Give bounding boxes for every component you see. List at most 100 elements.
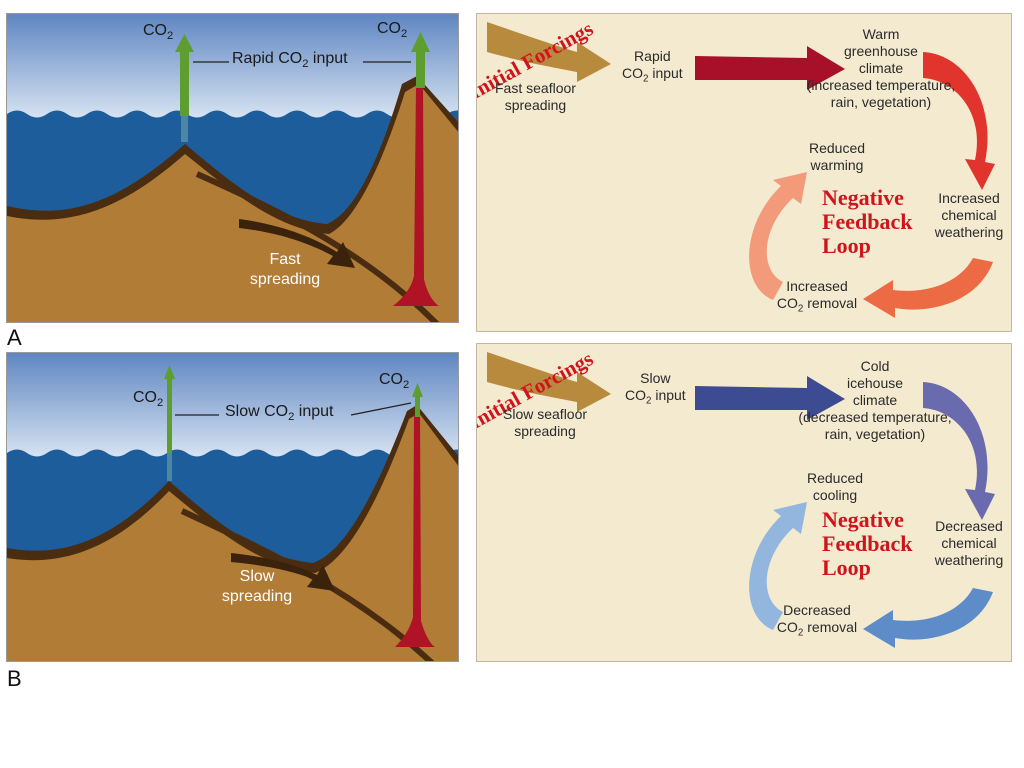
loop-label-line1: Negative: [822, 185, 904, 210]
climate-label-line4: (decreased temperature,: [798, 409, 952, 425]
co2-input-label: Slow CO2 input: [225, 403, 334, 423]
result-label-line1: Reduced: [806, 470, 864, 486]
co2-label-right-sub: 2: [403, 378, 410, 391]
spreading-arrow: [239, 219, 355, 268]
climate-to-weathering-arrow: [923, 382, 995, 520]
sky: [7, 14, 458, 124]
loop-label-line3: Loop: [822, 233, 871, 258]
input-label-line2: CO2 input: [622, 65, 683, 87]
magma-conduit: [395, 415, 435, 647]
weathering-label: Decreased chemical weathering: [929, 518, 1009, 569]
spreading-label-line1: Slow: [239, 568, 275, 585]
scene-b-artwork: [7, 353, 458, 661]
removal-label-line1: Increased: [786, 278, 848, 294]
removal-to-result-arrow: [749, 502, 807, 630]
input-label-line1: Slow: [640, 370, 671, 386]
loop-label-line1: Negative: [822, 507, 904, 532]
loop-label-line2: Feedback: [822, 209, 913, 234]
input-label-line1: Rapid: [634, 48, 671, 64]
co2-label-left-main: CO: [143, 22, 167, 39]
weathering-label-line1: Decreased: [935, 518, 1003, 534]
co2-arrow-right-shaft: [415, 395, 420, 417]
removal-label-line2-sub: 2: [797, 303, 804, 315]
input-label-line2-main: CO: [622, 65, 643, 81]
weathering-label-line2: chemical: [941, 207, 997, 223]
weathering-label-line3: weathering: [934, 224, 1004, 240]
co2-input-label-tail: input: [308, 50, 348, 67]
panel-letter-a: A: [7, 325, 22, 350]
source-label: Slow seafloor spreading: [503, 406, 587, 440]
result-label: Reduced warming: [797, 140, 877, 174]
co2-label-right: CO2: [377, 20, 407, 40]
source-label-line1: Fast seafloor: [495, 80, 576, 96]
spreading-label-line2: spreading: [221, 588, 293, 605]
weathering-label-line1: Increased: [938, 190, 1000, 206]
loop-label-line2: Feedback: [822, 531, 913, 556]
climate-label-line2: greenhouse: [844, 43, 918, 59]
climate-label-line3: climate: [852, 392, 898, 408]
co2-arrow-left-stem: [181, 114, 188, 142]
input-label: Slow CO2 input: [625, 370, 686, 409]
forcing-arrow: [487, 352, 611, 412]
removal-label: Increased CO2 removal: [767, 278, 867, 317]
panel-letter-b: B: [7, 666, 22, 691]
input-label-line2-tail: input: [651, 387, 686, 403]
input-leader-right: [350, 402, 412, 416]
co2-label-right: CO2: [379, 371, 409, 391]
input-label-line2: CO2 input: [625, 387, 686, 409]
result-label-line2: warming: [810, 157, 864, 173]
weathering-label: Increased chemical weathering: [929, 190, 1009, 241]
climate-label-line5: rain, vegetation): [830, 94, 932, 110]
co2-arrow-right-shaft: [416, 50, 425, 88]
flowchart-a: Initial Forcings Fast seafloor spreading…: [476, 13, 1012, 332]
climate-label-line5: rain, vegetation): [824, 426, 926, 442]
co2-input-label-main: Rapid CO: [232, 50, 303, 67]
co2-label-left: CO2: [133, 389, 163, 409]
climate-label-line3: climate: [858, 60, 904, 76]
co2-input-label: Rapid CO2 input: [232, 50, 348, 70]
co2-label-right-main: CO: [379, 371, 403, 388]
spreading-label-line1: Fast: [269, 251, 301, 268]
co2-input-label-sub: 2: [288, 410, 295, 423]
input-to-climate-arrow: [695, 376, 845, 420]
flowchart-b-arrows: [487, 352, 995, 648]
co2-arrow-left-head: [175, 34, 194, 52]
flowchart-b: Initial Forcings Slow seafloor spreading…: [476, 343, 1012, 662]
climate-label-line4: (increased temperature,: [806, 77, 956, 93]
co2-label-left-main: CO: [133, 389, 157, 406]
co2-arrow-right-head: [411, 32, 430, 52]
co2-label-right-main: CO: [377, 20, 401, 37]
weathering-to-removal-arrow: [863, 588, 993, 648]
climate-label-line1: Warm: [862, 26, 900, 42]
removal-label-line2-tail: removal: [803, 619, 858, 635]
climate-label: Warm greenhouse climate (increased tempe…: [801, 26, 961, 111]
result-label: Reduced cooling: [795, 470, 875, 504]
co2-input-label-sub: 2: [302, 57, 309, 70]
removal-label-line2-main: CO: [776, 295, 798, 311]
forcing-arrow: [487, 22, 611, 82]
source-label-line2: spreading: [514, 423, 576, 439]
flowchart-a-arrows: [487, 22, 995, 318]
removal-label: Decreased CO2 removal: [767, 602, 867, 641]
co2-input-label-main: Slow CO: [225, 403, 289, 420]
co2-label-left-sub: 2: [167, 29, 174, 42]
magma-conduit: [393, 86, 439, 306]
removal-label-line2-tail: removal: [803, 295, 858, 311]
co2-label-left: CO2: [143, 22, 173, 42]
result-label-line1: Reduced: [808, 140, 866, 156]
scene-a: CO2 CO2 Rapid CO2 input Fast spreading: [6, 13, 459, 323]
scene-b: CO2 CO2 Slow CO2 input Slow spreading: [6, 352, 459, 662]
co2-arrow-left-shaft: [167, 377, 172, 453]
source-label-line2: spreading: [504, 97, 567, 113]
co2-arrow-left-head: [164, 365, 175, 379]
spreading-label: Fast spreading: [245, 250, 325, 290]
spreading-label: Slow spreading: [217, 567, 297, 607]
co2-label-left-sub: 2: [157, 396, 164, 409]
co2-input-label-tail: input: [294, 403, 334, 420]
weathering-label-line3: weathering: [934, 552, 1004, 568]
spreading-label-line2: spreading: [249, 271, 321, 288]
climate-to-weathering-arrow: [923, 52, 995, 190]
co2-arrow-left-shaft: [180, 50, 189, 116]
source-label: Fast seafloor spreading: [495, 80, 576, 114]
input-label-line2-sub: 2: [646, 395, 652, 407]
